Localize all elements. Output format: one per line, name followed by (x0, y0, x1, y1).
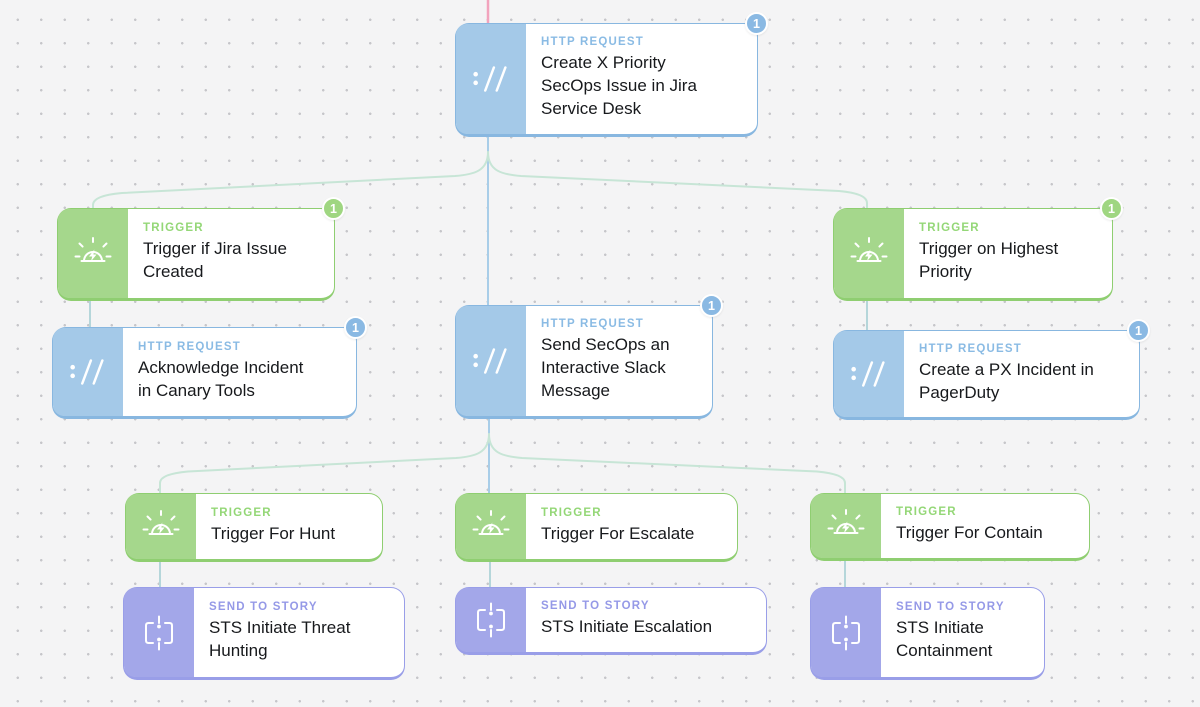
node-trigger-for-hunt[interactable]: TRIGGER Trigger For Hunt (125, 493, 383, 562)
node-title: STS Initiate Containment (896, 618, 993, 660)
node-type-label: SEND TO STORY (896, 601, 1005, 613)
node-type-label: SEND TO STORY (209, 601, 318, 613)
node-title: Trigger if Jira Issue Created (143, 239, 287, 281)
badge-count: 1 (745, 12, 768, 35)
node-type-label: TRIGGER (541, 506, 602, 519)
node-type-label: HTTP REQUEST (919, 342, 1023, 355)
send-to-story-icon (124, 588, 194, 677)
badge-count: 1 (1100, 197, 1123, 220)
badge-count: 1 (322, 197, 345, 220)
node-type-label: TRIGGER (143, 222, 204, 234)
edge-slack-to-trigger-hunt (159, 433, 490, 494)
trigger-icon (834, 209, 904, 298)
node-title: Trigger For Hunt (211, 523, 336, 543)
node-title: Trigger on Highest Priority (919, 239, 1059, 281)
http-request-icon (53, 328, 123, 416)
send-to-story-icon (811, 588, 881, 677)
node-title: Create a PX Incident in PagerDuty (919, 359, 1094, 402)
node-title: Create X Priority SecOps Issue in Jira S… (541, 53, 697, 118)
node-create-pagerduty-incident[interactable]: HTTP REQUEST Create a PX Incident in Pag… (833, 319, 1150, 420)
node-acknowledge-canary[interactable]: HTTP REQUEST Acknowledge Incident in Can… (52, 316, 367, 419)
badge-count: 1 (700, 294, 723, 317)
http-request-icon (834, 331, 904, 417)
node-sts-escalation[interactable]: SEND TO STORY STS Initiate Escalation (455, 587, 767, 655)
node-title: STS Initiate Threat Hunting (209, 618, 351, 660)
badge-count: 1 (1127, 319, 1150, 342)
node-trigger-jira-created[interactable]: TRIGGER Trigger if Jira Issue Created 1 (57, 197, 345, 301)
node-type-label: TRIGGER (896, 506, 957, 518)
node-type-label: HTTP REQUEST (541, 318, 645, 330)
trigger-icon (456, 494, 526, 559)
node-title: Acknowledge Incident in Canary Tools (138, 357, 304, 400)
node-trigger-for-escalate[interactable]: TRIGGER Trigger For Escalate (455, 493, 738, 562)
http-request-icon (456, 24, 526, 134)
trigger-icon (58, 209, 128, 298)
node-title: STS Initiate Escalation (541, 617, 713, 636)
node-type-label: TRIGGER (211, 506, 272, 519)
node-type-label: HTTP REQUEST (138, 340, 242, 353)
trigger-icon (811, 494, 881, 558)
node-title: Send SecOps an Interactive Slack Message (541, 335, 670, 400)
node-title: Trigger For Escalate (541, 523, 695, 543)
badge-count: 1 (344, 316, 367, 339)
node-send-slack-message[interactable]: HTTP REQUEST Send SecOps an Interactive … (455, 294, 723, 419)
node-sts-containment[interactable]: SEND TO STORY STS Initiate Containment (810, 587, 1045, 680)
node-type-label: SEND TO STORY (541, 600, 650, 612)
node-type-label: TRIGGER (919, 222, 980, 234)
edge-top-to-trigger-priority (487, 151, 868, 209)
node-title: Trigger For Contain (896, 523, 1043, 542)
node-create-jira-issue[interactable]: HTTP REQUEST Create X Priority SecOps Is… (455, 12, 768, 137)
node-type-label: HTTP REQUEST (541, 36, 645, 48)
send-to-story-icon (456, 588, 526, 652)
node-sts-threat-hunting[interactable]: SEND TO STORY STS Initiate Threat Huntin… (123, 587, 405, 680)
edge-top-to-trigger-jira (92, 151, 489, 209)
node-trigger-highest-priority[interactable]: TRIGGER Trigger on Highest Priority 1 (833, 197, 1123, 301)
edge-slack-to-trigger-contain (488, 433, 846, 494)
node-trigger-for-contain[interactable]: TRIGGER Trigger For Contain (810, 493, 1090, 561)
http-request-icon (456, 306, 526, 416)
trigger-icon (126, 494, 196, 559)
